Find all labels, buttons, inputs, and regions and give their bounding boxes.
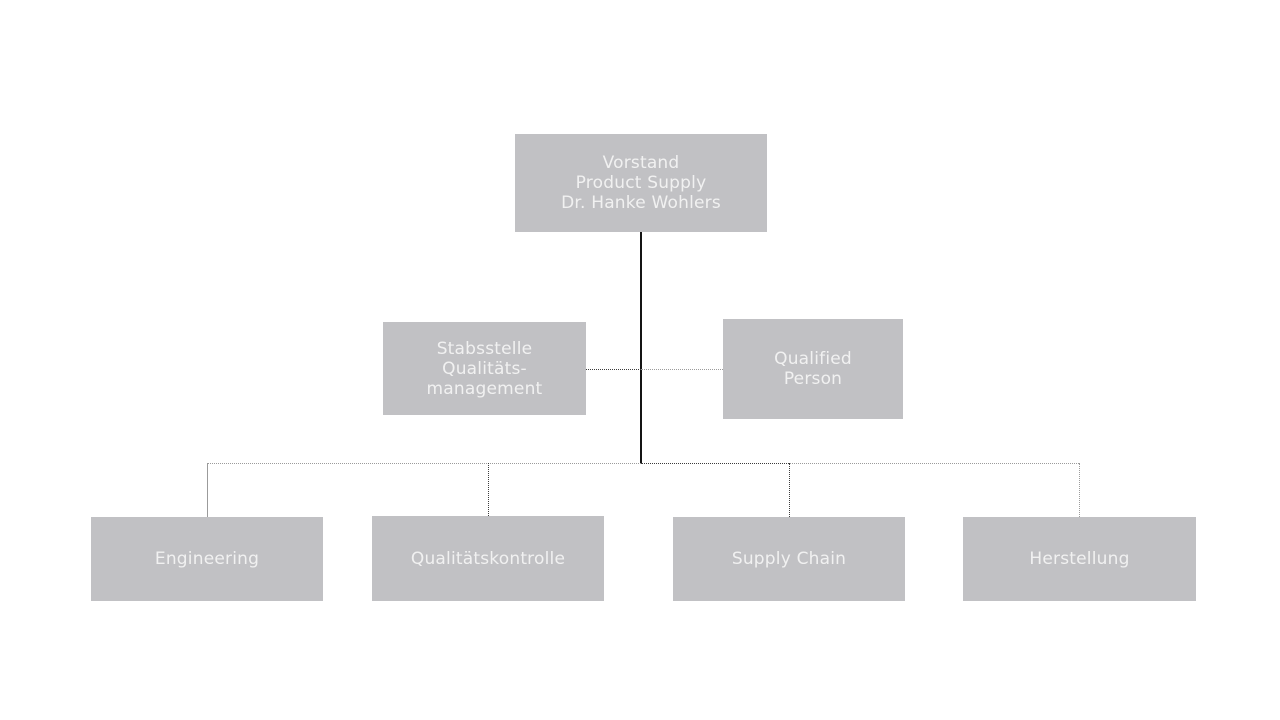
org-node-herstellung-label: Herstellung — [1029, 549, 1130, 569]
connector-drop-herstellung — [1079, 463, 1080, 517]
connector-stabsstelle-horizontal — [586, 369, 641, 370]
connector-drop-engineering — [207, 463, 208, 517]
org-node-vorstand-line-1: Vorstand — [602, 153, 680, 173]
org-node-stabsstelle-line-3: management — [426, 378, 543, 399]
org-node-supply-chain: Supply Chain — [673, 517, 905, 601]
connector-drop-qualitaetskontrolle — [488, 463, 489, 516]
org-node-qualified-person-line-1: Qualified — [774, 349, 852, 369]
org-node-qualitaetskontrolle-label: Qualitätskontrolle — [410, 548, 566, 569]
org-node-engineering-label: Engineering — [154, 549, 260, 569]
org-node-qualified-person-line-2: Person — [783, 369, 843, 389]
connector-drop-supply-chain — [789, 463, 790, 517]
org-node-stabsstelle-line-1: Stabsstelle — [436, 338, 533, 359]
org-node-stabsstelle: Stabsstelle Qualitäts- management — [383, 322, 586, 415]
org-node-vorstand-line-2: Product Supply — [575, 173, 707, 193]
org-node-vorstand-line-3: Dr. Hanke Wohlers — [561, 193, 721, 213]
connector-bottom-rail-right — [789, 463, 1079, 464]
org-node-herstellung: Herstellung — [963, 517, 1196, 601]
org-node-vorstand: Vorstand Product Supply Dr. Hanke Wohler… — [515, 134, 767, 232]
org-node-engineering: Engineering — [91, 517, 323, 601]
connector-bottom-rail-mid — [641, 463, 789, 464]
connector-trunk-vertical — [640, 232, 642, 463]
connector-qualified-person-horizontal — [641, 369, 723, 370]
org-node-qualified-person: Qualified Person — [723, 319, 903, 419]
org-node-stabsstelle-line-2: Qualitäts- — [442, 358, 527, 379]
org-node-supply-chain-label: Supply Chain — [731, 549, 847, 569]
org-node-qualitaetskontrolle: Qualitätskontrolle — [372, 516, 604, 601]
connector-bottom-rail-left — [207, 463, 641, 464]
